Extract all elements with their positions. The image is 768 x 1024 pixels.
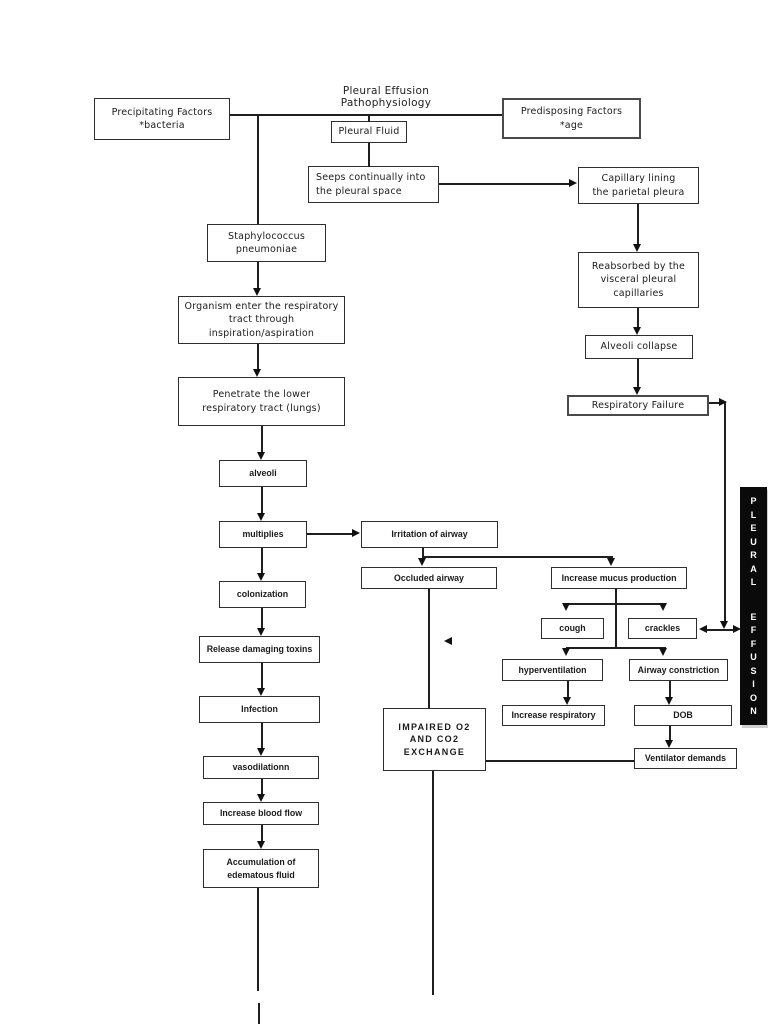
node-reabsorbed: Reabsorbed by the visceral pleural capil… [578,252,699,308]
node-organism-enter: Organism enter the respiratory tract thr… [178,296,345,344]
arrowhead-down-icon [665,740,673,748]
connector-line [261,723,263,749]
line-seeps-capillary [439,183,569,185]
line-respfailure-down [724,402,726,622]
node-capillary-lining: Capillary lining the parietal pleura [578,167,699,204]
node-alveoli: alveoli [219,460,307,487]
arrowhead-down-icon [257,841,265,849]
line-pleuralfluid-seeps [368,143,370,167]
arrowhead-down-icon [257,688,265,696]
node-predisposing-factors: Predisposing Factors *age [502,98,641,139]
arrowhead-right-icon [733,625,741,633]
arrowhead-right-icon [569,179,577,187]
arrowhead-down-icon [257,573,265,581]
connector-line [261,663,263,689]
arrowhead-down-icon [720,621,728,629]
arrowhead-left-icon [699,625,707,633]
arrowhead-down-icon [562,603,570,611]
line-accumulation-down [257,888,259,991]
arrowhead-down-icon [659,648,667,656]
node-respiratory-failure: Respiratory Failure [567,395,709,416]
line-page-bottom-left [258,1003,260,1024]
node-increase-blood-flow: Increase blood flow [203,802,319,825]
connector-line [261,825,263,842]
arrowhead-down-icon [563,697,571,705]
arrowhead-right-icon [719,398,727,406]
line-symptoms-split [566,647,666,649]
arrowhead-down-icon [253,369,261,377]
connector-line [261,487,263,514]
line-respfailure-right [709,402,720,404]
arrowhead-down-icon [257,452,265,460]
node-precipitating-factors: Precipitating Factors *bacteria [94,98,230,140]
node-irritation-airway: Irritation of airway [361,521,498,548]
line-dob-ventilator [669,726,671,741]
line-reabsorbed-collapse [637,308,639,328]
node-cough: cough [541,618,604,639]
arrowhead-down-icon [659,603,667,611]
node-hyperventilation: hyperventilation [502,659,603,681]
line-mucus-split [566,603,666,605]
arrowhead-down-icon [418,558,426,566]
node-increase-mucus: Increase mucus production [551,567,687,589]
node-seeps-continually: Seeps continually into the pleural space [308,166,439,203]
node-ventilator-demands: Ventilator demands [634,748,737,769]
arrowhead-down-icon [633,244,641,252]
node-dob: DOB [634,705,732,726]
connector-line [422,548,424,558]
node-multiplies: multiplies [219,521,307,548]
arrowhead-down-icon [257,513,265,521]
node-infection: Infection [199,696,320,723]
connector-line [261,426,263,453]
node-accumulation-fluid: Accumulation of edematous fluid [203,849,319,888]
node-staphylococcus: Staphylococcus pneumoniae [207,224,326,262]
node-alveoli-collapse: Alveoli collapse [585,335,693,359]
arrowhead-right-icon [352,529,360,537]
line-crackles-effusion [703,629,736,631]
connector-line [261,608,263,629]
line-collapse-respfailure [637,359,639,388]
line-hypervent-increresp [567,681,569,698]
arrowhead-down-icon [257,748,265,756]
arrowhead-down-icon [607,558,615,566]
arrowhead-down-icon [633,327,641,335]
line-to-staphylococcus [257,115,259,224]
arrowhead-down-icon [257,794,265,802]
node-colonization: colonization [219,581,306,608]
node-airway-constriction: Airway constriction [629,659,728,681]
node-crackles: crackles [628,618,697,639]
arrowhead-down-icon [665,697,673,705]
line-capillary-reabsorbed [637,204,639,245]
diagram-title: Pleural Effusion Pathophysiology [340,85,432,109]
arrowhead-down-icon [253,288,261,296]
node-penetrate-lower-tract: Penetrate the lower respiratory tract (l… [178,377,345,426]
connector-line [257,344,259,370]
connector-line [261,548,263,574]
connector-line [368,115,370,122]
line-impaired-down [432,771,434,995]
stray-left-arrowhead-icon [444,637,452,645]
line-constriction-dob [669,681,671,698]
line-irritation-split [422,556,613,558]
line-mucus-down [615,588,617,648]
line-impaired-ventilator [486,760,634,762]
node-increase-respiratory: Increase respiratory [502,705,605,726]
node-vasodilation: vasodilationn [203,756,319,779]
node-impaired-exchange: IMPAIRED O2 AND CO2 EXCHANGE [383,708,486,771]
node-release-toxins: Release damaging toxins [199,636,320,663]
line-multiplies-irritation [307,533,353,535]
line-precipitating-predisposing [230,114,502,116]
connector-line [261,779,263,795]
arrowhead-down-icon [562,648,570,656]
arrowhead-down-icon [633,387,641,395]
node-occluded-airway: Occluded airway [361,567,497,589]
connector-line [257,262,259,289]
line-occluded-impaired [428,589,430,708]
arrowhead-down-icon [257,628,265,636]
node-pleural-fluid: Pleural Fluid [331,121,407,143]
